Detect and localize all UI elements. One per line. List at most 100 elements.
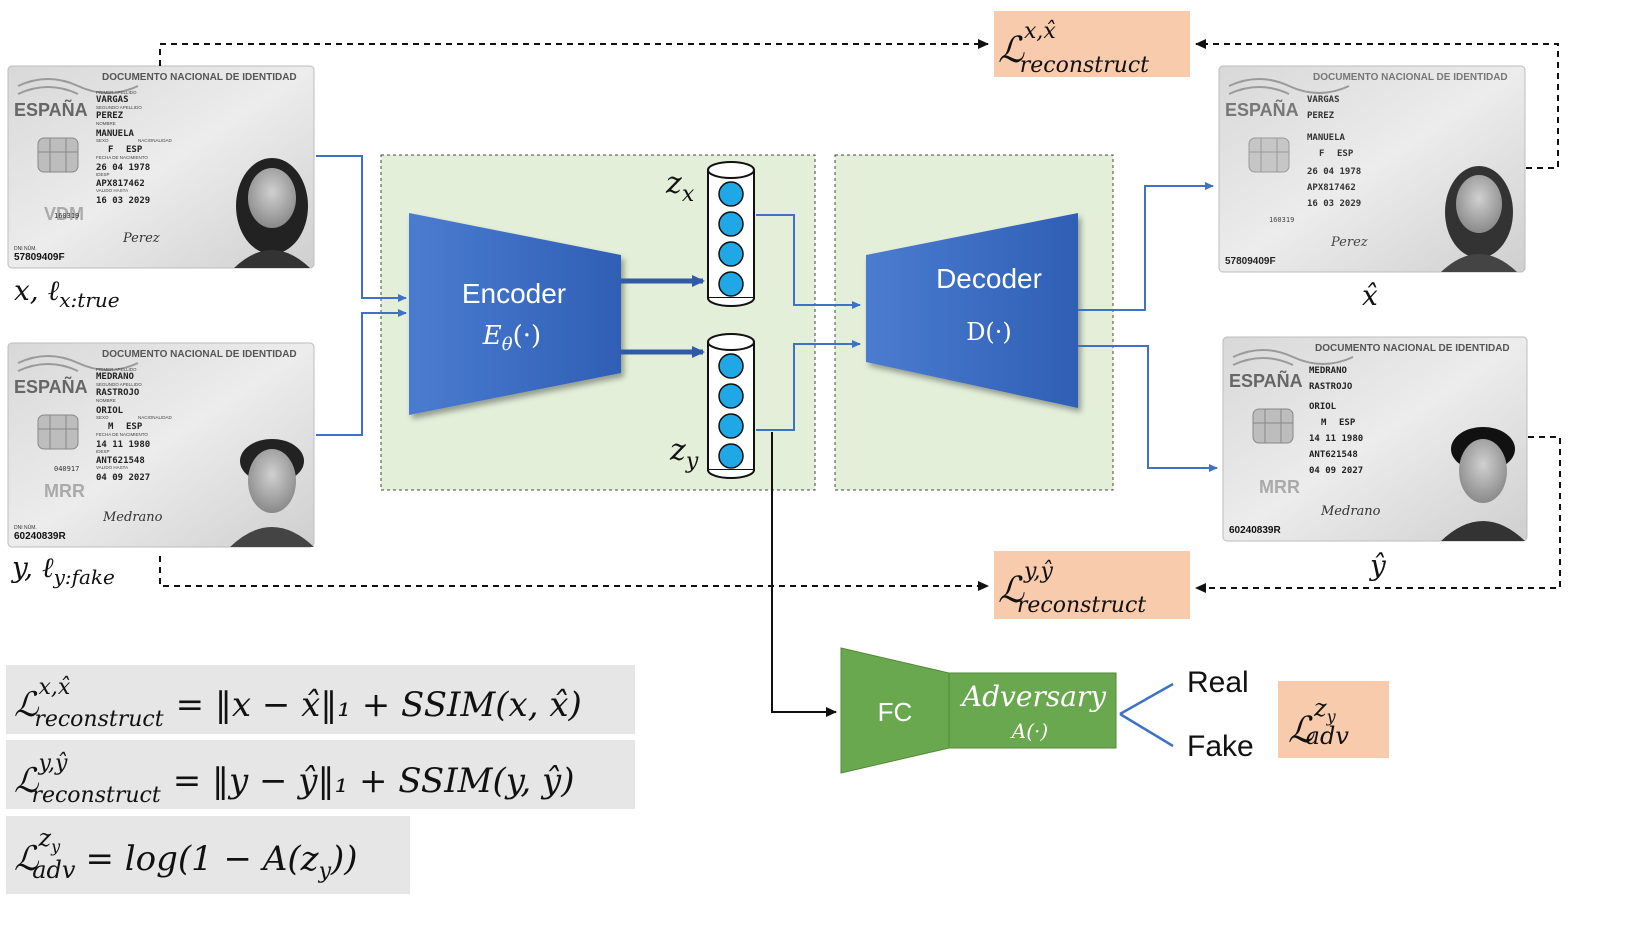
latent-unit bbox=[718, 271, 744, 297]
birth-label: FECHA DE NACIMIENTO bbox=[96, 432, 148, 437]
portrait-female bbox=[1441, 166, 1517, 272]
latent-unit bbox=[718, 413, 744, 439]
chip-icon bbox=[1252, 408, 1294, 444]
sex-label: SEXO bbox=[96, 415, 109, 420]
sex: F bbox=[108, 145, 113, 155]
card-code: 160319 bbox=[54, 212, 79, 220]
idesp: APX817462 bbox=[1307, 183, 1356, 193]
name-label: NOMBRE bbox=[96, 121, 116, 126]
card-header: DOCUMENTO NACIONAL DE IDENTIDAD bbox=[1315, 343, 1510, 354]
nationality: ESP bbox=[1339, 418, 1356, 428]
fc-label: FC bbox=[878, 697, 913, 727]
portrait-male bbox=[230, 439, 314, 547]
valid-until: 04 09 2027 bbox=[1309, 466, 1363, 476]
id-card-y-hat-output: DOCUMENTO NACIONAL DE IDENTIDAD ESPAÑA M… bbox=[1222, 336, 1528, 542]
signature: Medrano bbox=[1320, 504, 1381, 519]
connectors-blue bbox=[316, 155, 1218, 472]
surname2: RASTROJO bbox=[1309, 382, 1353, 392]
card-country: ESPAÑA bbox=[14, 99, 88, 120]
idesp: ANT621548 bbox=[96, 456, 145, 466]
surname1: MEDRANO bbox=[1309, 366, 1348, 376]
valid-label: VALIDO HASTA bbox=[96, 465, 128, 470]
x-input-label: x, ℓx:true bbox=[14, 274, 120, 312]
chip-icon bbox=[37, 137, 79, 173]
surname1: MEDRANO bbox=[96, 372, 135, 382]
wave-emblem-icon bbox=[1232, 349, 1354, 365]
wave-emblem-icon bbox=[17, 355, 139, 371]
name-label: NOMBRE bbox=[96, 398, 116, 403]
latent-to-adversary-connector bbox=[771, 432, 837, 717]
dni-label: DNI NÚM. bbox=[14, 245, 37, 252]
card-country: ESPAÑA bbox=[1229, 370, 1303, 391]
birth-label: FECHA DE NACIMIENTO bbox=[96, 155, 148, 160]
latent-zy bbox=[707, 333, 755, 479]
idesp-label: IDESP bbox=[96, 449, 110, 454]
birth-date: 26 04 1978 bbox=[1307, 167, 1361, 177]
card-code: 040917 bbox=[54, 465, 79, 473]
id-card-y-input: DOCUMENTO NACIONAL DE IDENTIDAD ESPAÑA P… bbox=[7, 342, 315, 548]
dni-label: DNI NÚM. bbox=[14, 524, 37, 531]
card-stamp: MRR bbox=[44, 481, 85, 501]
valid-until: 16 03 2029 bbox=[96, 196, 150, 206]
valid-until: 04 09 2027 bbox=[96, 473, 150, 483]
dni-number: 60240839R bbox=[1229, 525, 1281, 536]
latent-unit bbox=[718, 211, 744, 237]
y-hat-label: ŷ bbox=[1368, 549, 1387, 582]
card-stamp: VDM bbox=[44, 204, 84, 224]
svg-text:ℒx,x̂reconstruct= ‖x − x̂‖₁ +: ℒx,x̂reconstruct= ‖x − x̂‖₁ + SSIM(x, x̂… bbox=[14, 675, 582, 732]
surname1: VARGAS bbox=[1307, 95, 1340, 105]
portrait-female bbox=[234, 158, 310, 268]
nationality-label: NACIONALIDAD bbox=[138, 415, 173, 420]
x-hat-label: x̂ bbox=[1362, 279, 1378, 312]
reconstruction-loss-paths bbox=[159, 39, 1561, 593]
latent-unit bbox=[718, 241, 744, 267]
portrait-male bbox=[1441, 427, 1525, 541]
card-country: ESPAÑA bbox=[1225, 99, 1299, 120]
fake-label: Fake bbox=[1187, 730, 1254, 763]
latent-unit bbox=[718, 181, 744, 207]
nationality: ESP bbox=[1337, 149, 1354, 159]
chip-icon bbox=[37, 414, 79, 450]
decoder-title: Decoder bbox=[936, 263, 1042, 294]
latent-zx bbox=[707, 161, 755, 307]
signature: Perez bbox=[122, 231, 160, 246]
nationality: ESP bbox=[126, 422, 143, 432]
real-fake-branch bbox=[1119, 682, 1174, 748]
card-header: DOCUMENTO NACIONAL DE IDENTIDAD bbox=[1313, 72, 1508, 83]
given-name: MANUELA bbox=[1307, 133, 1346, 143]
card-header: DOCUMENTO NACIONAL DE IDENTIDAD bbox=[102, 349, 297, 360]
zx-label: zx bbox=[665, 166, 695, 207]
birth-date: 14 11 1980 bbox=[1309, 434, 1363, 444]
idesp: APX817462 bbox=[96, 179, 145, 189]
id-card-x-hat-output: DOCUMENTO NACIONAL DE IDENTIDAD ESPAÑA V… bbox=[1218, 65, 1526, 273]
given-name: MANUELA bbox=[96, 129, 135, 139]
surname2: RASTROJO bbox=[96, 388, 140, 398]
sex: M bbox=[1321, 418, 1327, 428]
surname2: PEREZ bbox=[96, 111, 124, 121]
dni-number: 57809409F bbox=[1225, 256, 1276, 267]
y-input-label: y, ℓy:fake bbox=[10, 551, 115, 589]
birth-date: 26 04 1978 bbox=[96, 163, 150, 173]
dni-number: 57809409F bbox=[14, 252, 65, 263]
adversary-title: Adversary bbox=[959, 680, 1107, 713]
card-code: 160319 bbox=[1269, 216, 1294, 224]
loss-box-reconstruct-x: ℒx,x̂reconstruct bbox=[994, 11, 1190, 78]
decoder-block bbox=[866, 213, 1078, 408]
latent-unit bbox=[718, 353, 744, 379]
sex: F bbox=[1319, 149, 1324, 159]
nationality-label: NACIONALIDAD bbox=[138, 138, 173, 143]
equation-reconstruct-x: ℒx,x̂reconstruct= ‖x − x̂‖₁ + SSIM(x, x̂… bbox=[6, 665, 635, 734]
signature: Medrano bbox=[102, 510, 163, 525]
encoder-title: Encoder bbox=[462, 278, 566, 309]
sex: M bbox=[108, 422, 114, 432]
chip-icon bbox=[1248, 137, 1290, 173]
real-label: Real bbox=[1187, 666, 1249, 699]
sex-label: SEXO bbox=[96, 138, 109, 143]
wave-emblem-icon bbox=[1228, 78, 1350, 94]
given-name: ORIOL bbox=[96, 406, 124, 416]
